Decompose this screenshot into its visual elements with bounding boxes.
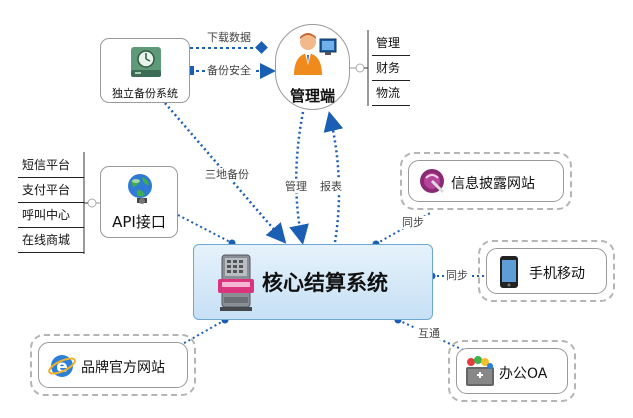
edge-label-manage: 管理 [285, 180, 307, 193]
mobile-node[interactable]: 手机移动 [486, 248, 607, 294]
edge-label-sync-info: 同步 [400, 216, 426, 229]
brand-site-group [30, 334, 196, 396]
edge-sync-info [375, 211, 433, 245]
oa-label: 办公OA [499, 366, 548, 382]
info-site-node[interactable]: 信息披露网站 [408, 160, 564, 202]
edge-label-report: 报表 [320, 180, 342, 193]
info-site-label: 信息披露网站 [451, 176, 535, 192]
api-list-item: 在线商城 [18, 228, 84, 253]
oa-node[interactable]: 办公OA [456, 348, 568, 394]
admin-function-list: 管理 财务 物流 [372, 31, 410, 106]
brand-site-label: 品牌官方网站 [81, 360, 165, 376]
server-machine-icon [218, 254, 254, 311]
admin-list-item: 财务 [372, 56, 410, 81]
edge-label-sync-mobile: 同步 [444, 269, 470, 282]
globe-gear-icon [128, 174, 152, 204]
svg-text:e: e [56, 357, 68, 377]
api-integration-list: 短信平台 支付平台 呼叫中心 在线商城 [18, 153, 84, 253]
office-box-icon [466, 356, 494, 386]
core-settlement-node[interactable]: 核心结算系统 [193, 244, 433, 320]
brand-site-node[interactable]: e 品牌官方网站 [38, 342, 188, 388]
mobile-group [478, 240, 615, 302]
browser-e-icon: e [48, 355, 76, 377]
api-list-collapse [87, 198, 97, 208]
admin-list-collapse [355, 63, 365, 73]
api-label: API接口 [112, 213, 166, 231]
phone-icon [500, 256, 518, 288]
backup-system-node[interactable]: 独立备份系统 [100, 38, 190, 103]
admin-node[interactable]: 管理端 [275, 24, 350, 110]
api-list-item: 支付平台 [18, 178, 84, 203]
admin-list-item: 管理 [372, 31, 410, 56]
oa-group [448, 340, 576, 402]
admin-list-item: 物流 [372, 81, 410, 106]
backup-system-label: 独立备份系统 [112, 87, 178, 100]
api-node[interactable]: API接口 [100, 166, 178, 238]
edge-report [323, 111, 344, 243]
edge-label-remote-backup: 三地备份 [203, 168, 251, 181]
edge-label-download: 下载数据 [205, 31, 253, 44]
disclosure-globe-icon [420, 169, 445, 194]
admin-label: 管理端 [289, 87, 335, 105]
api-list-item: 呼叫中心 [18, 203, 84, 228]
user-computer-icon [294, 33, 337, 75]
api-list-item: 短信平台 [18, 153, 84, 178]
edge-label-backup-safe: 备份安全 [205, 64, 253, 77]
edge-download-marker [255, 41, 268, 54]
edge-api [177, 214, 233, 244]
hard-drive-icon [131, 47, 161, 77]
info-site-group [400, 152, 572, 210]
edge-label-interconnect: 互通 [416, 327, 442, 340]
core-settlement-label: 核心结算系统 [262, 271, 388, 295]
mobile-label: 手机移动 [529, 266, 585, 282]
edge-manage [289, 111, 309, 245]
